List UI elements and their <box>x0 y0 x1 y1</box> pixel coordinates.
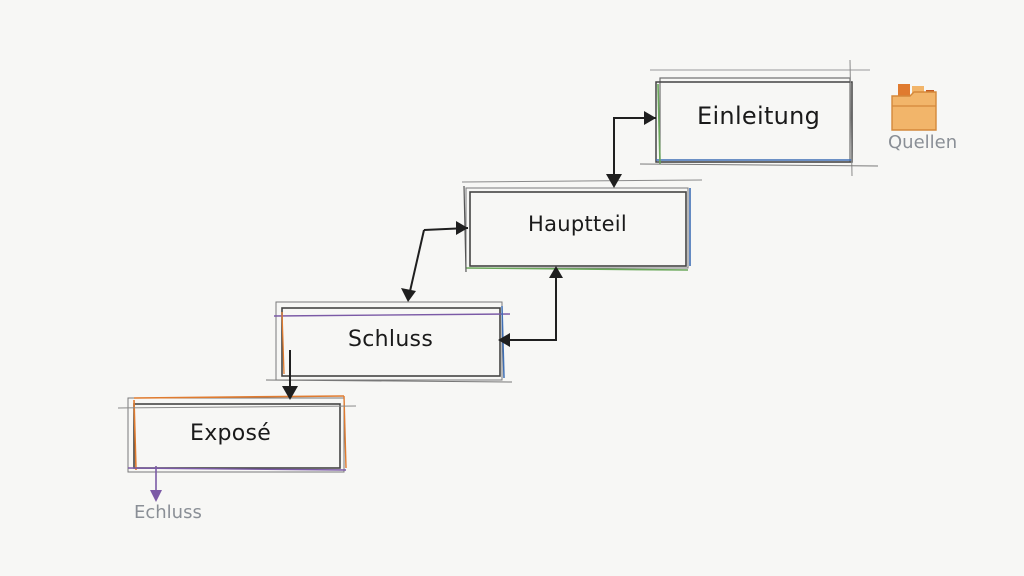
step-label-einleitung: Einleitung <box>697 102 821 130</box>
connector-hauptteil-schluss <box>401 221 469 302</box>
connector-einleitung-hauptteil <box>606 111 656 188</box>
step-label-schluss: Schluss <box>348 327 434 352</box>
connector-schluss-expose <box>282 350 298 400</box>
box-einleitung <box>639 59 879 177</box>
step-label-expose: Exposé <box>190 421 272 446</box>
label-quellen: Quellen <box>888 132 958 153</box>
box-expose <box>117 395 357 473</box>
folder-icon <box>891 84 937 131</box>
connector-schluss-hauptteil <box>498 266 563 347</box>
label-echluss: Echluss <box>134 502 202 523</box>
connector-expose-echluss <box>150 466 162 502</box>
step-label-hauptteil: Hauptteil <box>528 212 628 236</box>
